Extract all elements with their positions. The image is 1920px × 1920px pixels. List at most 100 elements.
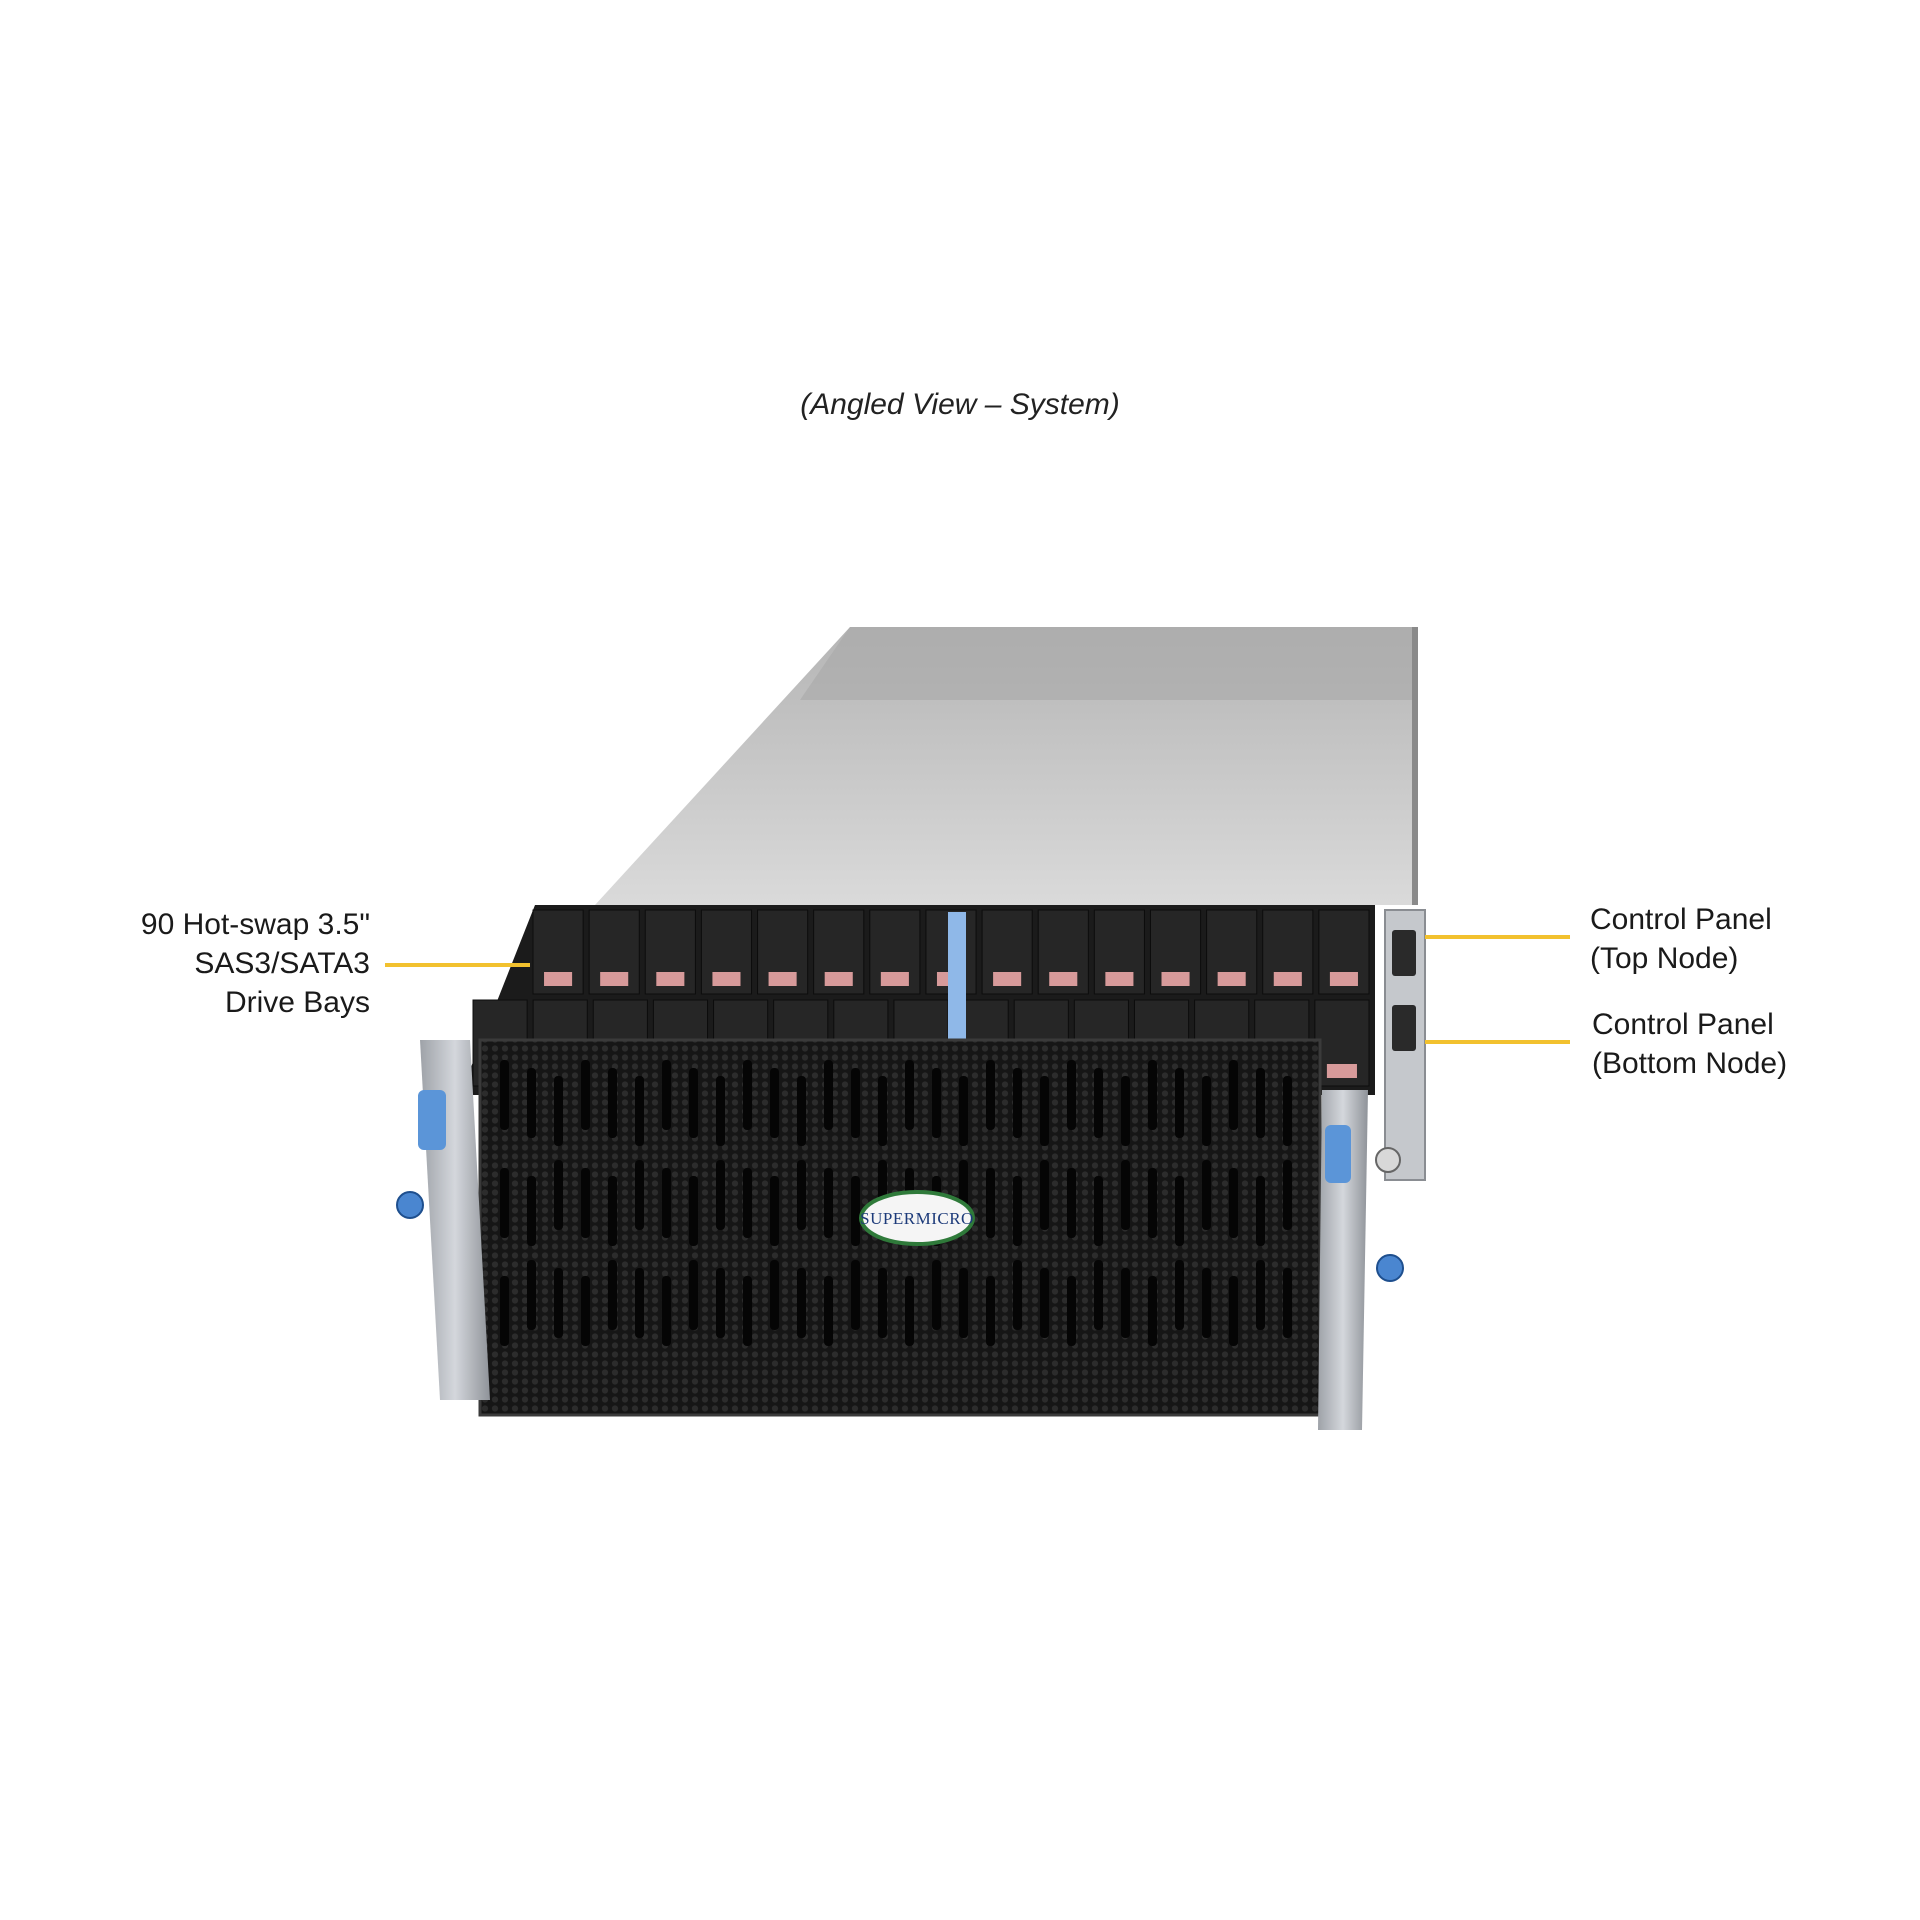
right-thumbscrew [1375,1147,1401,1173]
right-lock-knob [1376,1254,1404,1282]
grille-slot [1283,1160,1292,1230]
grille-slot [689,1068,698,1138]
grille-slot [527,1176,536,1246]
grille-slot [986,1276,995,1346]
grille-slot [1121,1160,1130,1230]
callout-control-panel-bottom-line-2: (Bottom Node) [1592,1047,1788,1080]
drive-handle [768,972,797,986]
grille-slot [554,1268,563,1338]
supermicro-logo: SUPERMICRO [860,1209,974,1228]
grille-slot [689,1260,698,1330]
chassis-right-side [1412,627,1418,905]
grille-slot [581,1276,590,1346]
grille-slot [824,1060,833,1130]
grille-slot [1256,1176,1265,1246]
grille-slot [500,1276,509,1346]
grille-slot [1148,1168,1157,1238]
grille-slot [824,1276,833,1346]
grille-slot [1067,1060,1076,1130]
callout-drive-bays: 90 Hot-swap 3.5" SAS3/SATA3 Drive Bays [90,905,370,1022]
drive-handle [544,972,573,986]
drive-handle [993,972,1022,986]
drive-bay [1037,909,1089,995]
grille-slot [743,1168,752,1238]
grille-slot [1013,1260,1022,1330]
callout-drive-bays-line-2: SAS3/SATA3 [194,947,370,980]
grille-slot [716,1160,725,1230]
grille-slot [716,1268,725,1338]
grille-slots [500,1060,1292,1346]
grille-slot [797,1268,806,1338]
grille-slot [1256,1260,1265,1330]
grille-slot [1256,1068,1265,1138]
callout-drive-bays-line-1: 90 Hot-swap 3.5" [140,908,370,941]
grille-slot [878,1268,887,1338]
grille-slot [878,1076,887,1146]
grille-slot [1121,1076,1130,1146]
drive-handle [1217,972,1246,986]
callout-control-panel-top-line-2: (Top Node) [1590,942,1739,975]
grille-slot [1148,1060,1157,1130]
right-blue-latch-icon [1325,1125,1351,1183]
figure-caption: (Angled View – System) [800,388,1120,421]
grille-slot [662,1168,671,1238]
grille-slot [635,1268,644,1338]
grille-slot [851,1068,860,1138]
grille-slot [770,1068,779,1138]
grille-slot [1040,1268,1049,1338]
grille-slot [1013,1068,1022,1138]
grille-slot [1175,1176,1184,1246]
grille-slot [1094,1176,1103,1246]
drive-handle [824,972,853,986]
grille-slot [1283,1076,1292,1146]
grille-slot [500,1168,509,1238]
drive-handle [656,972,685,986]
grille-slot [905,1060,914,1130]
callout-drive-bays-line-3: Drive Bays [224,986,370,1019]
drive-bay [1318,909,1370,995]
grille-slot [500,1060,509,1130]
drive-handle [880,972,909,986]
grille-slot [608,1068,617,1138]
grille-slot [1229,1060,1238,1130]
drive-handle [1049,972,1078,986]
grille-slot [851,1176,860,1246]
grille-slot [527,1068,536,1138]
grille-slot [1229,1168,1238,1238]
drive-handle [1161,972,1190,986]
grille-slot [770,1176,779,1246]
chassis-top-rear-panel [800,627,1415,700]
callout-control-panel-bottom: Control Panel (Bottom Node) [1592,1005,1912,1083]
grille-slot [608,1176,617,1246]
supermicro-logo-badge [859,1190,975,1246]
grille-slot [1202,1076,1211,1146]
grille-slot [986,1060,995,1130]
grille-slot [1283,1268,1292,1338]
drive-bay [813,909,865,995]
grille-slot [797,1160,806,1230]
grille-slot [662,1060,671,1130]
grille-slot [689,1176,698,1246]
grille-slot [932,1260,941,1330]
grille-slot [851,1260,860,1330]
grille-slot [716,1076,725,1146]
grille-slot [743,1060,752,1130]
grille-slot [581,1060,590,1130]
grille-slot [905,1276,914,1346]
grille-slot [1175,1068,1184,1138]
grille-slot [959,1076,968,1146]
grille-slot [608,1260,617,1330]
grille-slot [635,1160,644,1230]
grille-slot [1202,1160,1211,1230]
grille-slot [1202,1268,1211,1338]
grille-slot [1094,1260,1103,1330]
grille-slot [662,1276,671,1346]
grille-slot [1121,1268,1130,1338]
grille-slot [1229,1276,1238,1346]
grille-slot [797,1076,806,1146]
control-panel-bottom-buttons [1392,1005,1416,1051]
left-blue-latch-icon [418,1090,446,1150]
grille-slot [554,1076,563,1146]
drive-handle [600,972,629,986]
